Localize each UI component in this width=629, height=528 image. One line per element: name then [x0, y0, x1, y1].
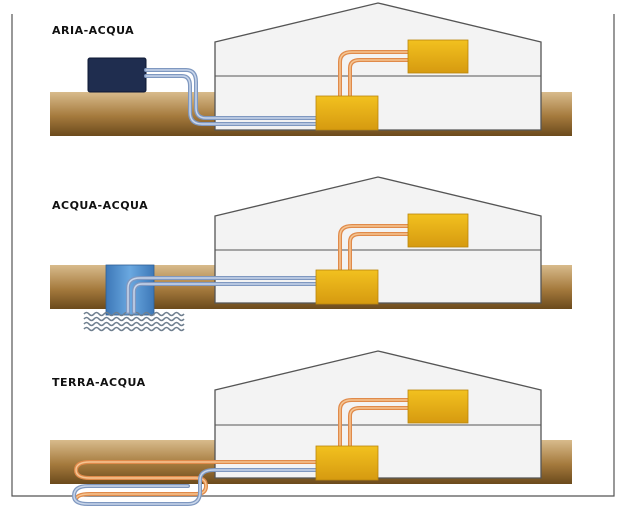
radiator-unit	[407, 213, 469, 248]
house	[214, 2, 542, 131]
outer-frame	[11, 14, 615, 497]
radiator-unit	[407, 39, 469, 74]
cold-pipe	[144, 68, 322, 126]
house-outline	[214, 176, 542, 304]
wave-line	[83, 321, 185, 327]
wave-line	[83, 316, 185, 322]
ground-loop-coil	[71, 460, 322, 506]
wave-line	[83, 326, 185, 332]
house-outline	[214, 350, 542, 479]
panel-label-acqua-acqua: ACQUA-ACQUA	[52, 199, 149, 212]
heat-pump-unit	[315, 95, 379, 131]
panel-terra-acqua	[50, 350, 572, 506]
radiator-unit	[407, 389, 469, 424]
panel-aria-acqua	[50, 2, 572, 136]
panel-label-terra-acqua: TERRA-ACQUA	[52, 376, 146, 389]
air-unit	[87, 57, 147, 93]
house	[214, 350, 542, 479]
heat-pump-unit	[315, 269, 379, 305]
house-outline	[214, 2, 542, 131]
hot-pipe	[338, 398, 412, 450]
panel-acqua-acqua	[50, 176, 572, 332]
hot-pipe	[338, 50, 412, 100]
panel-label-aria-acqua: ARIA-ACQUA	[52, 24, 135, 37]
cold-pipe	[126, 276, 322, 314]
heat-pump-unit	[315, 445, 379, 481]
hot-pipe	[338, 224, 412, 274]
house	[214, 176, 542, 304]
